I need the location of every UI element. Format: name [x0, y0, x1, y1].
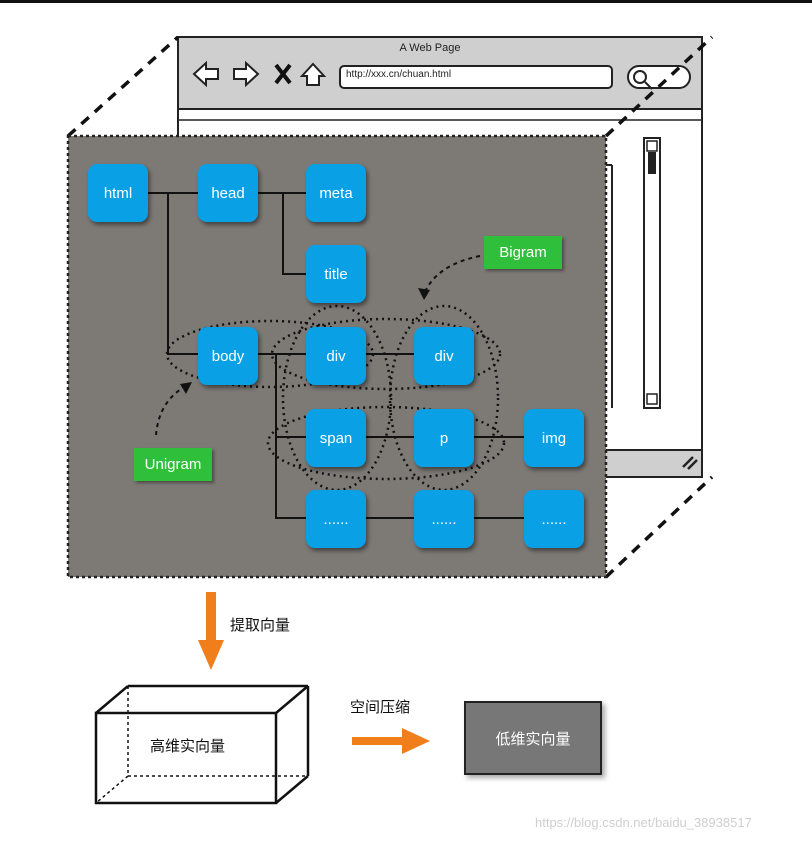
address-bar[interactable]: http://xxx.cn/chuan.html — [346, 69, 452, 80]
node-head: head — [198, 164, 258, 222]
extract-vector-label: 提取向量 — [230, 616, 291, 634]
high-dim-vector-label: 高维实向量 — [150, 737, 226, 755]
node-span: span — [306, 409, 366, 467]
scrollbar — [643, 137, 661, 409]
node-div-2: div — [414, 327, 474, 385]
low-dim-vector-box: 低维实向量 — [464, 701, 602, 775]
forward-arrow-icon — [233, 60, 260, 88]
node-title: title — [306, 245, 366, 303]
label-pointer-arrows — [155, 255, 481, 436]
node-p: p — [414, 409, 474, 467]
back-arrow-icon — [192, 60, 219, 88]
unigram-tag: Unigram — [134, 448, 212, 481]
high-dim-cube — [94, 684, 310, 805]
node-more-3: ...... — [524, 490, 584, 548]
node-img: img — [524, 409, 584, 467]
extract-arrow — [198, 592, 224, 670]
node-div-1: div — [306, 327, 366, 385]
resize-grip-icon — [682, 456, 698, 470]
ngram-ellipses — [165, 304, 506, 492]
node-more-2: ...... — [414, 490, 474, 548]
bigram-tag: Bigram — [484, 236, 562, 269]
space-compress-label: 空间压缩 — [350, 698, 411, 716]
close-x-icon — [274, 63, 292, 85]
home-icon — [299, 62, 327, 86]
node-more-1: ...... — [306, 490, 366, 548]
browser-title: A Web Page — [399, 42, 461, 54]
node-html: html — [88, 164, 148, 222]
compress-arrow — [352, 728, 430, 754]
watermark: https://blog.csdn.net/baidu_38938517 — [535, 815, 752, 830]
node-body: body — [198, 327, 258, 385]
node-meta: meta — [306, 164, 366, 222]
top-border-line — [0, 0, 812, 3]
perspective-dashed-lines — [66, 35, 714, 579]
